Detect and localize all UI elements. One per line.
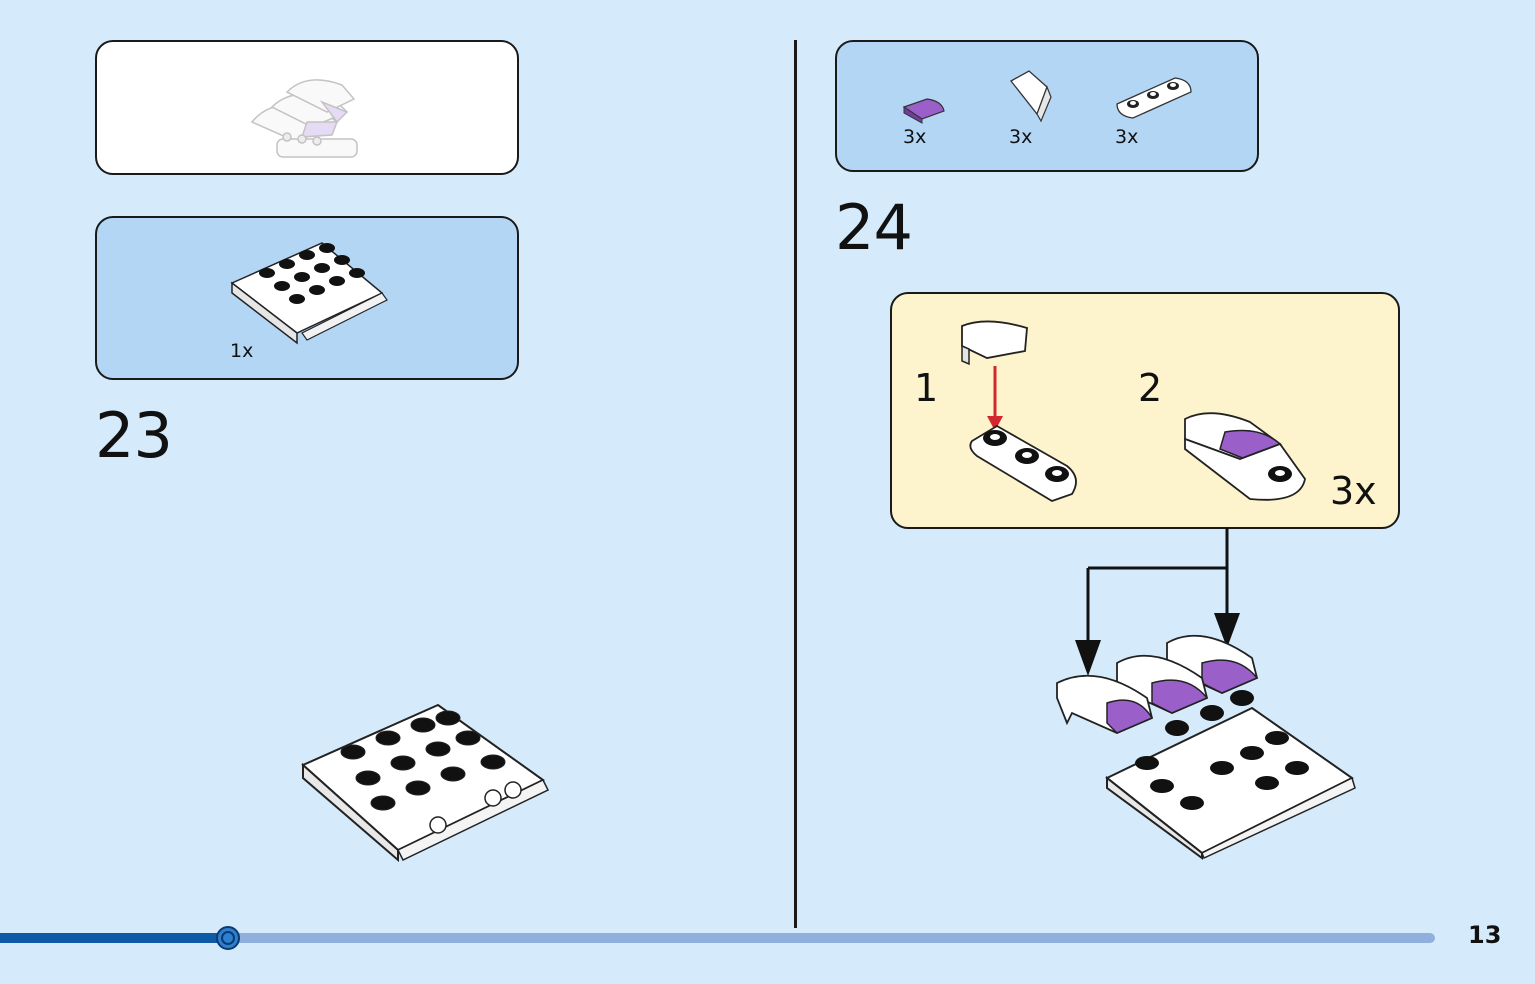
hinge-plate-build-illustration — [301, 703, 550, 863]
part-quantity: 3x — [1115, 126, 1139, 148]
step-number-23: 23 — [95, 399, 173, 472]
assembled-wing-build-illustration — [1056, 634, 1356, 860]
white-hinge-plate-icon — [230, 242, 388, 345]
callout-multiplier: 3x — [1330, 469, 1377, 513]
assembled-wing-piece-illustration — [1184, 412, 1306, 501]
step-number-24: 24 — [835, 191, 913, 264]
progress-track — [0, 933, 1435, 943]
callout-connector-arrows — [1075, 528, 1240, 676]
part-quantity: 3x — [1009, 126, 1033, 148]
progress-marker — [216, 926, 240, 950]
parts-needed-box: 1x — [95, 216, 519, 380]
page-number: 13 — [1468, 921, 1502, 949]
white-wedge-slope-icon — [1010, 70, 1052, 123]
parts-needed-box: 3x 3x 3x — [835, 40, 1259, 172]
wedge-onto-plate-illustration — [961, 320, 1077, 502]
purple-curved-slope-icon — [902, 98, 945, 124]
ghost-model-illustration — [250, 79, 358, 158]
part-quantity: 3x — [903, 126, 927, 148]
sub-assembly-callout: 1 2 3x — [890, 292, 1400, 529]
substep-number-1: 1 — [914, 366, 939, 410]
progress-fill — [0, 933, 228, 943]
part-quantity: 1x — [230, 340, 254, 362]
page-divider — [794, 40, 797, 928]
previous-build-preview — [95, 40, 519, 175]
white-1x3-rounded-plate-icon — [1116, 77, 1192, 119]
substep-number-2: 2 — [1138, 366, 1163, 410]
